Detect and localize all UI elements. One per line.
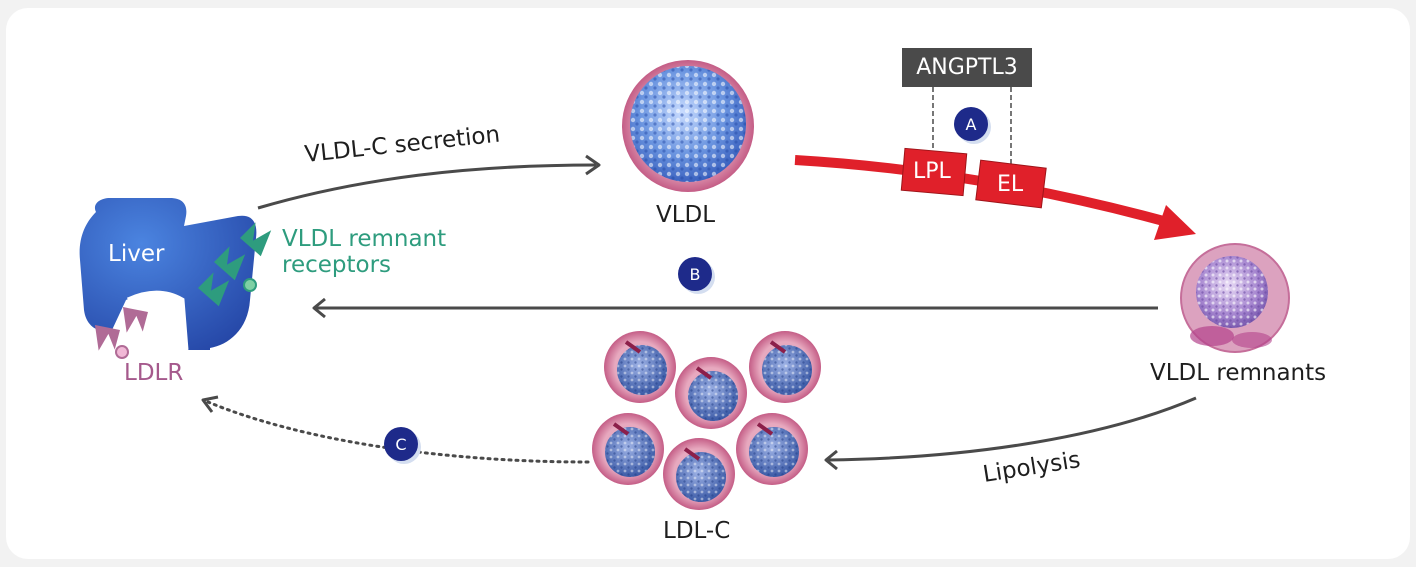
- vldl-label: VLDL: [656, 202, 716, 228]
- remnant-uptake-arrow: [312, 297, 1158, 319]
- ldl-particle-cluster: [592, 331, 821, 510]
- ldl-particle-icon: [592, 413, 664, 485]
- vldl-remnant-receptors-line1: VLDL remnant: [282, 226, 447, 252]
- ldl-particle-icon: [749, 331, 821, 403]
- lpl-label: LPL: [913, 159, 951, 184]
- badge-c: C: [384, 427, 418, 461]
- vldl-c-secretion-arrow: [257, 154, 601, 210]
- ldl-particle-icon: [604, 331, 676, 403]
- receptor-icon: [198, 222, 272, 307]
- badge-b: B: [678, 257, 712, 291]
- vldl-remnants-label: VLDL remnants: [1150, 360, 1327, 386]
- ldl-particle-icon: [736, 413, 808, 485]
- vldl-remnant-receptors-line2: receptors: [282, 252, 392, 279]
- ldl-particle-icon: [663, 438, 735, 510]
- liver-icon: [79, 198, 257, 351]
- liver-label: Liver: [108, 241, 165, 267]
- ldlr-label: LDLR: [124, 360, 184, 386]
- angptl3-box: ANGPTL3: [902, 48, 1032, 87]
- lpl-box: [900, 147, 968, 197]
- ldlr-receptor-icon: [86, 297, 156, 359]
- ldl-c-label: LDL-C: [663, 518, 731, 544]
- vldl-remnant-particle-icon: [1180, 243, 1290, 353]
- el-box: [975, 159, 1047, 209]
- chain-icon: [932, 87, 1012, 165]
- ldl-particle-icon: [675, 357, 747, 429]
- badge-a: A: [954, 107, 988, 141]
- lipolysis-arrow: [824, 396, 1197, 471]
- vldl-remnant-receptors-label: VLDL remnant receptors: [282, 226, 446, 279]
- vldl-particle-icon: [622, 60, 754, 192]
- el-label: EL: [997, 172, 1024, 197]
- ldl-uptake-dotted-arrow: [201, 395, 590, 464]
